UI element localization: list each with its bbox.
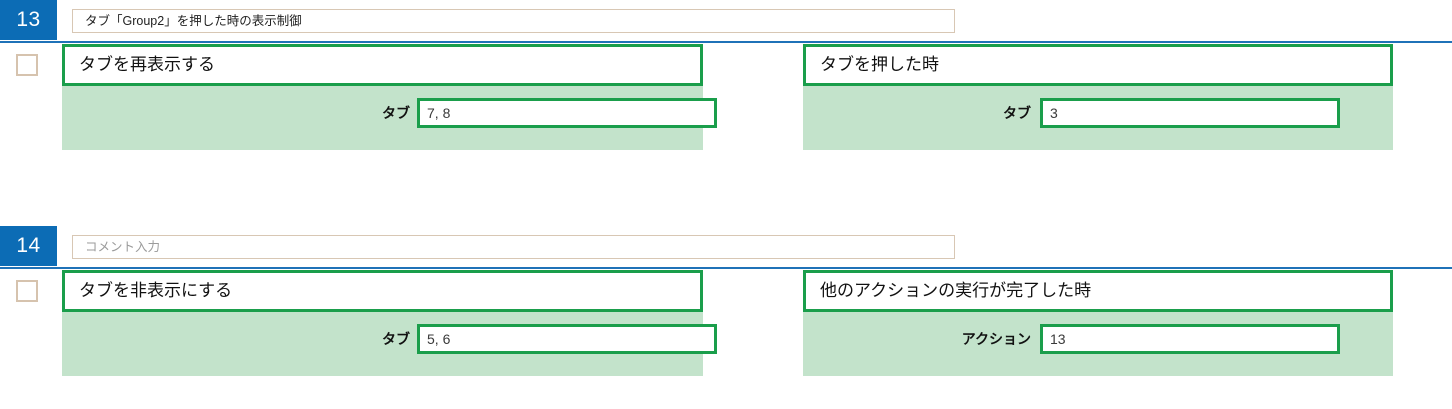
trigger-field-input[interactable]: 13 [1040, 324, 1340, 354]
trigger-card: タブを押した時 タブ 3 [803, 44, 1393, 150]
trigger-card-field-row: タブ 3 [803, 86, 1393, 150]
action-block-header: 14 コメント入力 [0, 226, 1452, 270]
action-block-header: 13 タブ「Group2」を押した時の表示制御 [0, 0, 1452, 44]
action-card: タブを非表示にする タブ 5, 6 [62, 270, 717, 376]
action-block-body: タブを非表示にする タブ 5, 6 他のアクションの実行が完了した時 アクション… [0, 270, 1452, 392]
action-block-body: タブを再表示する タブ 7, 8 タブを押した時 タブ 3 [0, 44, 1452, 166]
action-field-label: タブ [382, 105, 410, 121]
action-block: 14 コメント入力 タブを非表示にする タブ 5, 6 他のアクションの実行が完… [0, 226, 1452, 392]
action-card-field-row: タブ 7, 8 [62, 86, 717, 150]
action-select-checkbox[interactable] [16, 54, 38, 76]
header-divider [0, 41, 1452, 43]
trigger-card-title[interactable]: 他のアクションの実行が完了した時 [803, 270, 1393, 312]
trigger-field-label: アクション [961, 331, 1031, 347]
action-field-input[interactable]: 7, 8 [417, 98, 717, 128]
trigger-field-label: タブ [1003, 105, 1031, 121]
trigger-field-input[interactable]: 3 [1040, 98, 1340, 128]
action-field-label: タブ [382, 331, 410, 347]
action-block: 13 タブ「Group2」を押した時の表示制御 タブを再表示する タブ 7, 8… [0, 0, 1452, 166]
action-select-checkbox[interactable] [16, 280, 38, 302]
action-index-badge: 13 [0, 0, 57, 40]
action-card: タブを再表示する タブ 7, 8 [62, 44, 717, 150]
trigger-card: 他のアクションの実行が完了した時 アクション 13 [803, 270, 1393, 376]
action-title-input[interactable]: コメント入力 [72, 235, 955, 259]
action-card-title[interactable]: タブを非表示にする [62, 270, 703, 312]
trigger-card-field-row: アクション 13 [803, 312, 1393, 376]
action-card-field-row: タブ 5, 6 [62, 312, 717, 376]
header-divider [0, 267, 1452, 269]
action-index-badge: 14 [0, 226, 57, 266]
action-title-input[interactable]: タブ「Group2」を押した時の表示制御 [72, 9, 955, 33]
trigger-card-title[interactable]: タブを押した時 [803, 44, 1393, 86]
action-field-input[interactable]: 5, 6 [417, 324, 717, 354]
action-card-title[interactable]: タブを再表示する [62, 44, 703, 86]
